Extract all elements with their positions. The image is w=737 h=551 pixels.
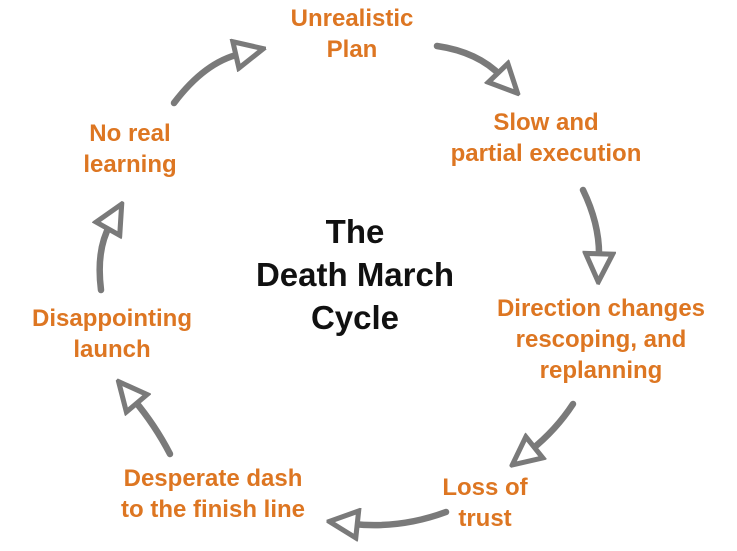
node-label-line: Loss of [442, 474, 528, 501]
diagram-title-line: The [325, 213, 385, 250]
arrow-disappointing-launch-to-no-real-learning [100, 225, 110, 294]
diagram-title-line: Cycle [310, 299, 400, 336]
node-label-line: Slow and [493, 109, 599, 136]
arrow-desperate-dash-to-disappointing-launch [134, 400, 174, 458]
node-label-line: partial execution [450, 140, 642, 167]
node-label-line: replanning [539, 357, 663, 384]
node-label-line: Unrealistic [290, 5, 414, 32]
node-direction-changes: Direction changes rescoping, and replann… [497, 293, 705, 386]
arrow-slow-partial-execution-to-direction-changes [579, 186, 599, 258]
node-label-line: Plan [326, 36, 378, 63]
node-label-line: Desperate dash [123, 465, 303, 492]
node-label-line: No real [89, 120, 171, 147]
node-label-line: to the finish line [121, 496, 305, 523]
node-loss-of-trust: Loss of trust [442, 472, 527, 534]
node-disappointing-launch: Disappointing launch [32, 303, 192, 365]
diagram-title-line: Death March [255, 256, 455, 293]
node-unrealistic-plan: Unrealistic Plan [291, 3, 414, 65]
arrow-loss-of-trust-to-desperate-dash [353, 512, 450, 525]
node-no-real-learning: No real learning [83, 118, 176, 180]
arrow-direction-changes-to-loss-of-trust [531, 400, 577, 450]
node-desperate-dash: Desperate dash to the finish line [121, 463, 305, 525]
node-label-line: learning [83, 151, 177, 178]
arrow-no-real-learning-to-unrealistic-plan [170, 54, 240, 107]
node-label-line: trust [458, 505, 512, 532]
diagram-title: The Death March Cycle [256, 210, 454, 339]
node-slow-partial-execution: Slow and partial execution [451, 107, 642, 169]
node-label-line: Disappointing [32, 305, 192, 332]
arrow-unrealistic-plan-to-slow-partial-execution [433, 42, 501, 76]
node-label-line: launch [73, 336, 151, 363]
node-label-line: Direction changes [496, 295, 706, 322]
node-label-line: rescoping, and [515, 326, 687, 353]
